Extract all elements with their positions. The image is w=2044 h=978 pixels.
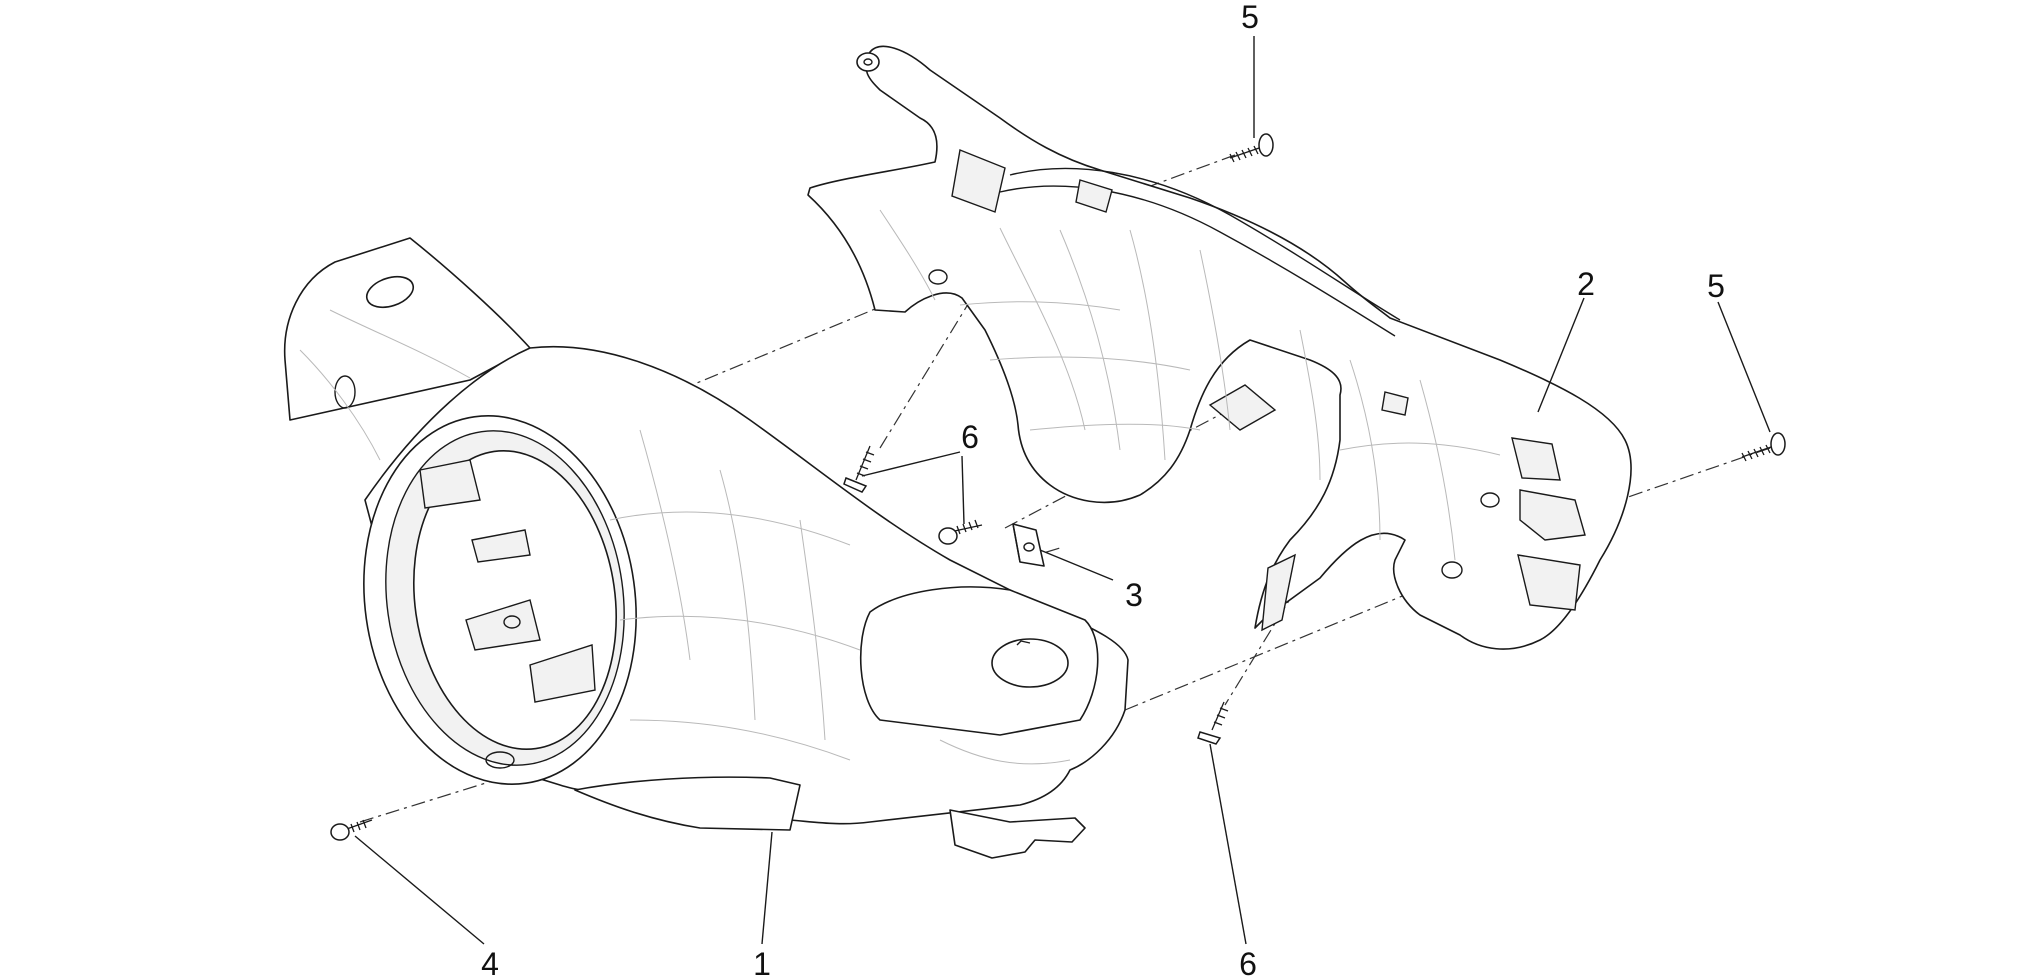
front-cover-inner-tab-2 <box>471 529 531 563</box>
leader-4 <box>354 835 485 945</box>
leader-lines <box>354 36 1771 945</box>
front-cover-raised-panel <box>859 586 1099 736</box>
rear-cover-slot <box>1075 179 1113 213</box>
callout-1: 1 <box>753 946 771 978</box>
leader-6-upper-b <box>961 455 965 525</box>
callout-5-right: 5 <box>1707 268 1725 304</box>
rear-cover-body <box>807 45 1632 650</box>
axis-screw-5-top <box>1144 154 1236 189</box>
rear-cover-small-tab <box>1381 391 1409 416</box>
front-cover-right-foot <box>949 809 1086 859</box>
screw-6-upper <box>843 445 875 493</box>
front-cover-top-hole <box>365 275 415 309</box>
front-cover-left-dome <box>283 237 531 421</box>
callout-6-lower: 6 <box>1239 946 1257 978</box>
rear-handlebar-cover <box>807 45 1632 650</box>
leader-1 <box>761 831 773 945</box>
callout-6-upper: 6 <box>961 419 979 455</box>
front-cover-bottom-boss <box>485 751 515 769</box>
rear-cover-top-rim <box>1009 167 1401 321</box>
leader-6-lower <box>1209 743 1247 945</box>
callout-4: 4 <box>481 946 499 978</box>
front-cover-panel-hole <box>991 638 1069 688</box>
front-handlebar-cover <box>283 237 1129 859</box>
front-cover-skirt <box>574 776 801 831</box>
axis-left-mount <box>679 254 1006 391</box>
callout-5-top: 5 <box>1241 0 1259 35</box>
rear-cover-switch-window <box>1519 489 1586 541</box>
callout-3: 3 <box>1125 577 1143 613</box>
rear-cover-rim-inner <box>999 185 1396 337</box>
screw-4 <box>330 819 373 841</box>
callout-labels: 5 2 5 6 3 4 1 6 <box>481 0 1725 978</box>
screw-6-mid <box>938 519 983 545</box>
callout-2: 2 <box>1577 266 1595 302</box>
rear-cover-inner-tab <box>1208 384 1277 431</box>
leader-2 <box>1537 297 1585 413</box>
leader-6-upper-a <box>861 451 961 477</box>
rear-cover-boss-right <box>1441 561 1463 579</box>
screw-5-top <box>1229 133 1274 163</box>
front-cover-inner-tab-4 <box>529 644 596 703</box>
front-cover-inner-tab-3 <box>465 599 541 651</box>
clip-part-3 <box>1012 523 1045 567</box>
rear-cover-lower-tab <box>1261 553 1296 632</box>
leader-5-right <box>1717 301 1771 433</box>
rear-cover-boss-left <box>928 269 948 285</box>
screw-5-right <box>1741 432 1786 462</box>
front-cover-inner-tab-1 <box>419 459 481 509</box>
leader-3 <box>1039 549 1114 581</box>
rear-cover-pocket-right-top <box>1511 437 1561 481</box>
front-cover-side-hole <box>334 375 356 409</box>
rear-cover-pocket-left <box>951 149 1006 213</box>
rear-cover-tip-ring <box>856 52 880 72</box>
rear-cover-pocket-right-bottom <box>1517 554 1581 611</box>
screw-6-lower <box>1197 701 1229 745</box>
